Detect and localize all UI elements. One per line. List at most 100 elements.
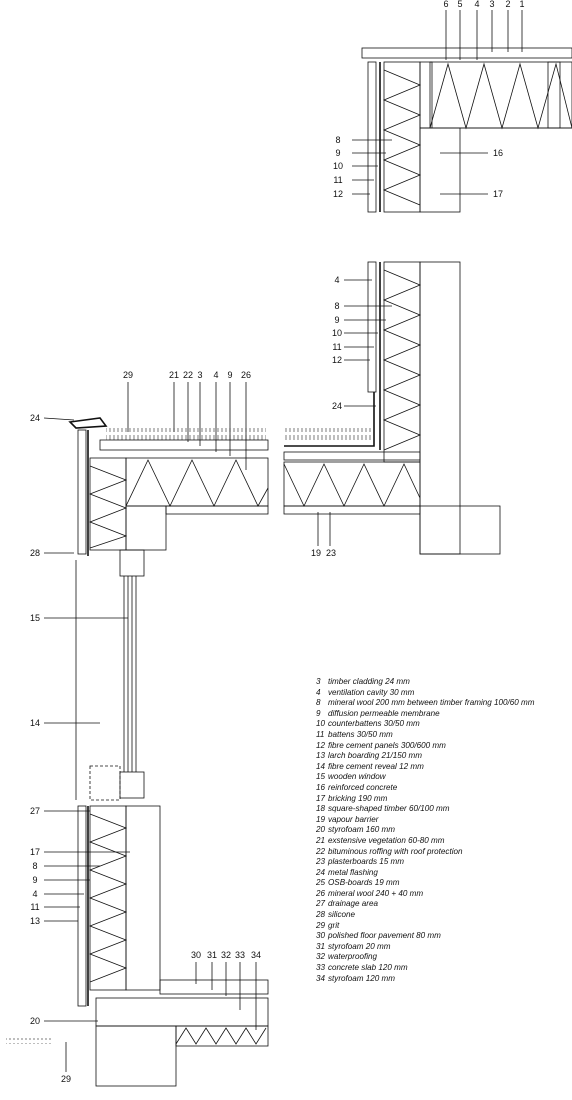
callout-label: 33 [235, 950, 245, 960]
legend-text: mineral wool 240 + 40 mm [328, 888, 424, 898]
callout-label: 24 [30, 413, 40, 423]
callout-label: 11 [30, 902, 39, 912]
floor-pavement [159, 979, 269, 995]
leader-lines [43, 10, 523, 1072]
lower-cladding [77, 805, 87, 1007]
floor-slab [95, 997, 269, 1027]
callout-label: 6 [443, 0, 448, 9]
callout-label: 27 [30, 806, 40, 816]
callout-label: 15 [30, 613, 40, 623]
callout-label: 4 [32, 889, 37, 899]
callout-label: 32 [221, 950, 231, 960]
callout-label: 26 [241, 370, 251, 380]
callout-label: 4 [213, 370, 218, 380]
parapet-grit-layer [106, 428, 266, 440]
ground-grit [6, 1038, 52, 1044]
callouts: 6 5 4 3 2 1 8 9 10 11 12 16 17 29 21 22 … [30, 0, 525, 1084]
legend-number: 12 [316, 740, 326, 750]
roof-insulation-zigzag [429, 62, 572, 130]
callout-label: 8 [334, 301, 339, 311]
callout-label: 9 [227, 370, 232, 380]
callout-label: 5 [457, 0, 462, 9]
legend-number: 9 [316, 708, 321, 718]
legend-number: 20 [316, 825, 326, 835]
top-concrete-wall [419, 127, 461, 213]
legend-text: styrofoam 20 mm [328, 941, 391, 951]
legend-text: polished floor pavement 80 mm [328, 931, 441, 941]
legend-text: silicone [328, 910, 355, 920]
legend-number: 14 [316, 761, 326, 771]
legend-text: diffusion permeable membrane [328, 708, 440, 718]
legend-text: fibre cement panels 300/600 mm [328, 740, 446, 750]
callout-label: 21 [169, 370, 179, 380]
right-cladding [367, 261, 377, 393]
right-roof-insulation [283, 461, 421, 507]
legend-text: timber cladding 24 mm [328, 677, 410, 686]
foundation-zigzag [175, 1027, 267, 1045]
right-roof-zigzag [283, 463, 421, 507]
callout-label: 8 [335, 135, 340, 145]
legend-number: 13 [316, 751, 326, 761]
legend-text: exstensive vegetation 60-80 mm [328, 835, 445, 845]
legend-text: styrofoam 160 mm [328, 825, 396, 835]
legend-text: fibre cement reveal 12 mm [328, 761, 424, 771]
callout-label: 10 [332, 328, 342, 338]
callout-label: 12 [332, 355, 342, 365]
legend-number: 26 [316, 888, 326, 898]
legend-number: 21 [316, 835, 326, 845]
legend-text: waterproofing [328, 952, 378, 962]
legend-text: bricking 190 mm [328, 793, 388, 803]
legend-number: 15 [316, 772, 326, 782]
legend-text: grit [328, 920, 340, 930]
lower-wall-insulation [89, 805, 127, 991]
foundation-insulation [175, 1025, 269, 1047]
legend-number: 32 [316, 952, 326, 962]
legend-number: 34 [316, 973, 326, 983]
legend-text: metal flashing [328, 867, 378, 877]
lower-wall-zigzag [88, 813, 128, 983]
callout-label: 23 [326, 548, 336, 558]
legend-number: 30 [316, 931, 326, 941]
callout-label: 22 [183, 370, 193, 380]
callout-label: 24 [332, 401, 342, 411]
legend-text: mineral wool 200 mm between timber frami… [328, 698, 535, 708]
legend-text: wooden window [328, 772, 386, 782]
legend-number: 27 [316, 899, 326, 909]
callout-label: 3 [197, 370, 202, 380]
legend-number: 16 [316, 782, 326, 792]
legend-text: concrete slab 120 mm [328, 963, 408, 973]
callout-label: 11 [332, 342, 341, 352]
callout-label: 28 [30, 548, 40, 558]
legend-number: 19 [316, 814, 326, 824]
callout-label: 30 [191, 950, 201, 960]
lower-brick-wall [125, 805, 161, 991]
callout-label: 19 [311, 548, 321, 558]
legend-number: 24 [316, 867, 326, 877]
right-flashing [284, 392, 375, 447]
roof-insulation [429, 61, 572, 129]
legend-text: battens 30/50 mm [328, 729, 393, 739]
foundation-concrete [95, 1025, 177, 1087]
top-wall-insulation [383, 61, 421, 213]
parapet-roof-membrane [99, 439, 269, 451]
top-section-detail [361, 47, 572, 213]
right-section-detail [283, 261, 501, 555]
right-plaster-layer [283, 505, 421, 515]
callout-label: 9 [334, 315, 339, 325]
callout-label: 11 [333, 175, 342, 185]
